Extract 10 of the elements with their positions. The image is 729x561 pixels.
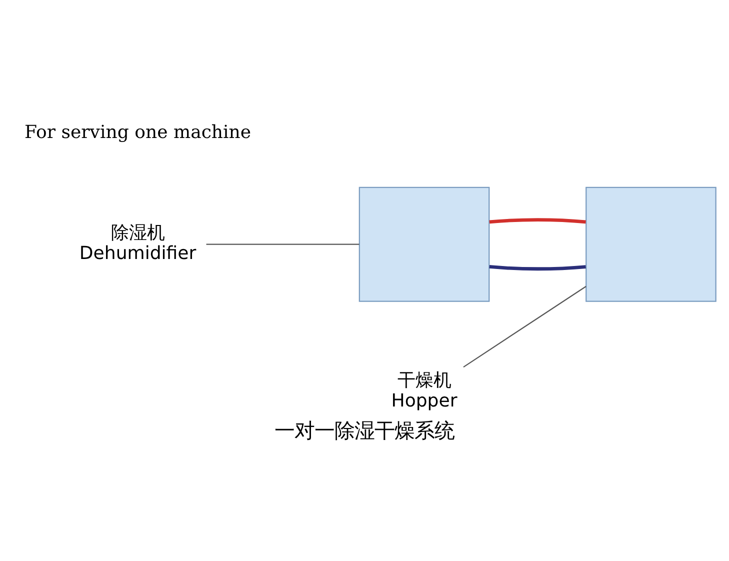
connector: [463, 285, 586, 367]
connector: [206, 243, 360, 244]
connector: [489, 218, 586, 224]
node-box: [358, 186, 490, 302]
node-text: 除湿机 Dehumidifier: [79, 222, 196, 264]
caption: 一对一除湿干燥系统: [274, 418, 454, 442]
label: For serving one machine: [24, 122, 252, 143]
connector: [489, 264, 586, 270]
node-text: 干燥机 Hopper: [391, 370, 458, 412]
node-box: [586, 186, 716, 302]
